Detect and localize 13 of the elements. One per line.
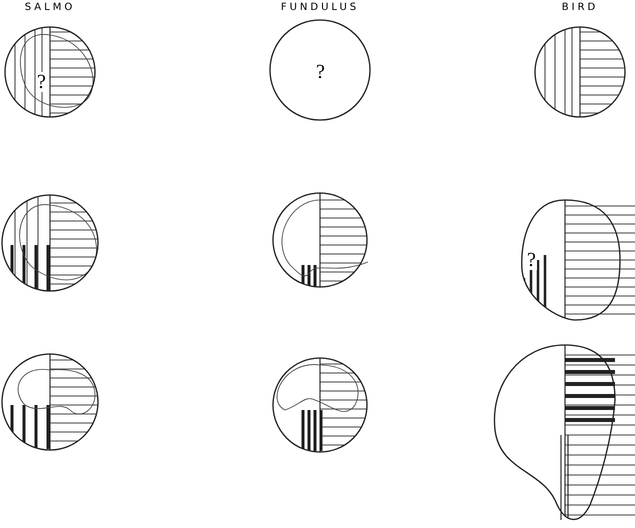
question-mark: ? bbox=[36, 72, 47, 92]
fate-map-drawing bbox=[0, 193, 100, 293]
fate-map-drawing bbox=[271, 356, 369, 454]
question-mark: ? bbox=[526, 250, 537, 270]
column-heading: BIRD bbox=[562, 2, 598, 13]
fate-map-drawing bbox=[268, 18, 372, 122]
column-heading: FUNDULUS bbox=[280, 2, 360, 13]
fate-map-drawing bbox=[3, 25, 98, 120]
fate-map-drawing bbox=[518, 198, 635, 322]
fate-map-drawing bbox=[271, 191, 369, 289]
column-heading: SALMO bbox=[24, 2, 76, 13]
fate-map-drawing bbox=[0, 352, 100, 452]
fate-map-drawing bbox=[533, 25, 628, 120]
